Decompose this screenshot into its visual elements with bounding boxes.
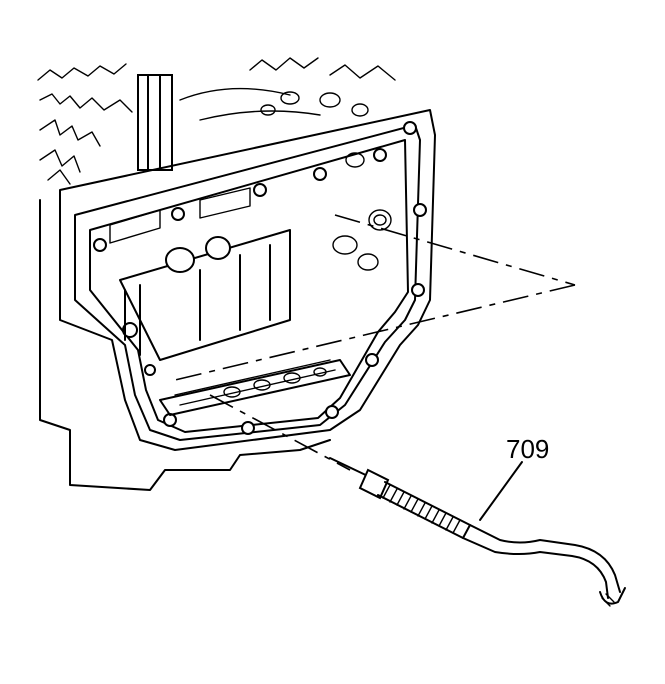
upper-gear-assembly — [37, 57, 396, 185]
alignment-lines — [174, 214, 576, 471]
callout-709: 709 — [479, 434, 549, 521]
callout-label-709: 709 — [506, 434, 549, 464]
interior-passages — [109, 152, 392, 416]
flange-bolt-holes — [93, 121, 427, 435]
case-flange — [39, 109, 436, 491]
part-709-assembly — [329, 457, 626, 607]
